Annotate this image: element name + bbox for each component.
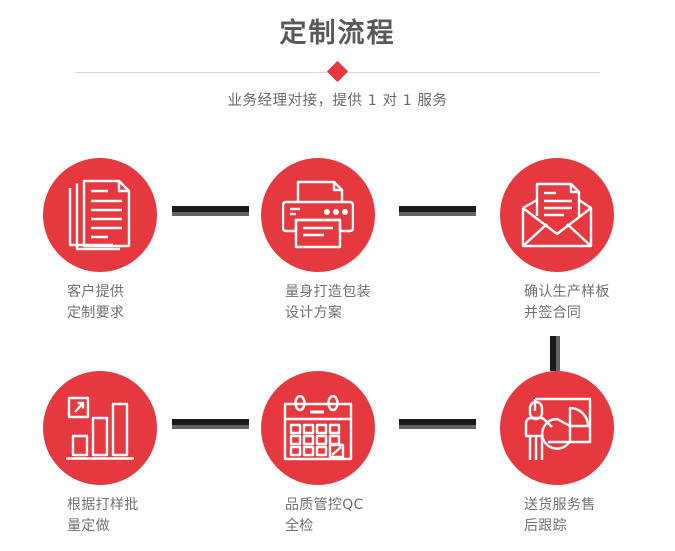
flow-step-4[interactable]: 根据打样批 量定做 <box>33 371 213 551</box>
page-header: 定制流程 业务经理对接，提供 1 对 1 服务 <box>0 0 675 130</box>
step-1-icon-circle <box>43 158 157 272</box>
connector-gray-segment <box>172 212 249 216</box>
connector-step3-step6 <box>550 336 560 371</box>
step-3-label: 确认生产样板 并签合同 <box>524 284 610 321</box>
connector-dark-segment <box>399 419 476 425</box>
bar-chart-growth-icon <box>66 396 134 460</box>
step-6-icon-circle <box>500 371 614 485</box>
flow-step-5[interactable]: 品质管控QC 全检 <box>251 371 431 551</box>
connector-gray-segment <box>399 425 476 429</box>
page-title: 定制流程 <box>279 18 396 49</box>
presenter-pie-chart-icon <box>524 397 592 460</box>
connector-dark-segment <box>172 419 249 425</box>
connector-dark-segment <box>550 336 556 371</box>
connector-gray-segment <box>172 425 249 429</box>
step-4-icon-circle <box>43 371 157 485</box>
step-5-label: 品质管控QC 全检 <box>285 497 364 534</box>
connector-gray-segment <box>399 212 476 216</box>
envelope-document-icon <box>521 182 593 248</box>
connector-step1-step2 <box>172 206 249 216</box>
step-6-label: 送货服务售 后跟踪 <box>524 497 596 534</box>
step-1-label: 客户提供 定制要求 <box>67 284 125 321</box>
flow-step-3[interactable]: 确认生产样板 并签合同 <box>490 158 670 338</box>
connector-gray-segment <box>556 336 560 371</box>
step-3-icon-circle <box>500 158 614 272</box>
page-subtitle: 业务经理对接，提供 1 对 1 服务 <box>227 93 448 109</box>
calendar-check-icon <box>283 395 353 461</box>
connector-step5-step6 <box>399 419 476 429</box>
connector-step4-step5 <box>172 419 249 429</box>
step-5-icon-circle <box>261 371 375 485</box>
header-divider <box>75 60 600 83</box>
step-4-label: 根据打样批 量定做 <box>67 497 139 534</box>
documents-stack-icon <box>68 179 131 251</box>
connector-dark-segment <box>172 206 249 212</box>
connector-dark-segment <box>399 206 476 212</box>
step-2-icon-circle <box>261 158 375 272</box>
printer-icon <box>282 180 354 249</box>
flow-step-1[interactable]: 客户提供 定制要求 <box>33 158 213 338</box>
flow-step-2[interactable]: 量身打造包装 设计方案 <box>251 158 431 338</box>
flow-step-6[interactable]: 送货服务售 后跟踪 <box>490 371 670 551</box>
step-2-label: 量身打造包装 设计方案 <box>285 284 371 321</box>
connector-step2-step3 <box>399 206 476 216</box>
